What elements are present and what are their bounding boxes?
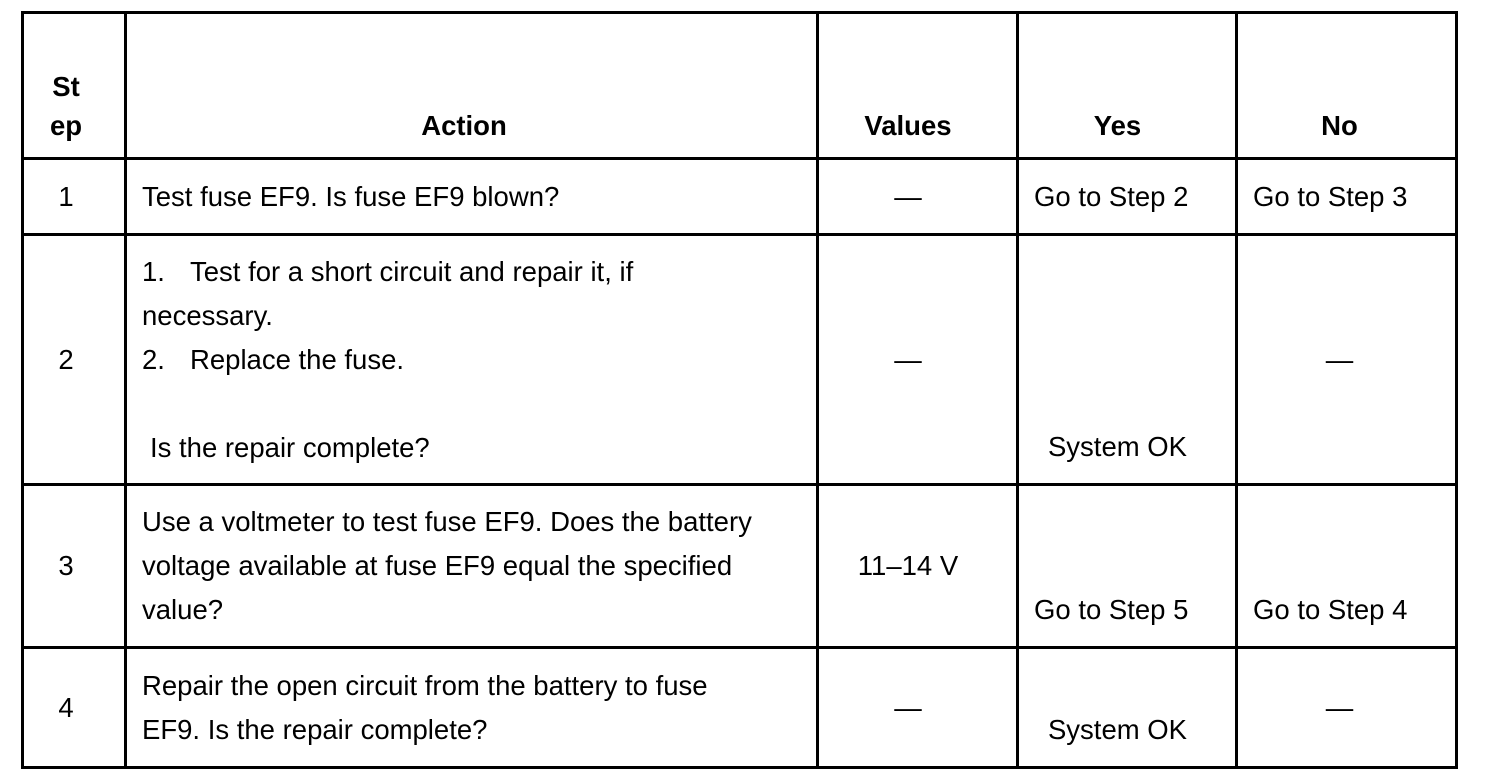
header-yes: Yes <box>1016 11 1238 160</box>
step-cell: 1 <box>21 157 127 236</box>
yes-text: Go to Step 2 <box>1034 180 1189 212</box>
action-question: Is the repair complete? <box>150 431 430 463</box>
yes-text: Go to Step 5 <box>1034 594 1189 625</box>
list-marker: 1. <box>142 255 165 287</box>
header-step-label-line: St <box>52 71 80 102</box>
values-text: — <box>894 180 922 212</box>
list-item-text: Test for a short circuit and repair it, … <box>142 255 634 331</box>
action-cell: Use a voltmeter to test fuse EF9. Does t… <box>124 483 819 649</box>
yes-text: System OK <box>1047 714 1188 745</box>
no-text: — <box>1325 691 1354 723</box>
no-cell: Go to Step 4 <box>1235 483 1458 649</box>
values-cell: 11–14 V <box>816 483 1019 649</box>
header-step: St ep <box>21 11 127 160</box>
values-text: — <box>894 343 922 375</box>
header-action: Action <box>124 11 819 160</box>
step-cell: 4 <box>21 646 127 769</box>
no-text: Go to Step 4 <box>1253 594 1408 625</box>
header-step-label-line: ep <box>49 110 83 141</box>
step-number: 4 <box>58 691 74 723</box>
header-step-label: St ep <box>50 67 82 145</box>
header-action-label: Action <box>421 110 507 141</box>
action-text: Repair the open circuit from the battery… <box>142 669 708 745</box>
action-text: Use a voltmeter to test fuse EF9. Does t… <box>142 506 752 625</box>
list-item: 1.Test for a short circuit and repair it… <box>142 250 762 338</box>
action-text: 1.Test for a short circuit and repair it… <box>142 250 762 470</box>
list-item-text: Replace the fuse. <box>190 343 405 375</box>
no-text: — <box>1325 343 1354 375</box>
header-values-label: Values <box>864 110 952 141</box>
yes-cell: Go to Step 5 <box>1016 483 1238 649</box>
yes-cell: System OK <box>1016 646 1238 769</box>
step-number: 1 <box>58 180 74 212</box>
yes-text: System OK <box>1047 431 1188 462</box>
no-text: Go to Step 3 <box>1253 180 1408 212</box>
yes-cell: Go to Step 2 <box>1016 157 1238 236</box>
action-cell: Repair the open circuit from the battery… <box>124 646 819 769</box>
step-number: 3 <box>58 550 74 581</box>
step-cell: 3 <box>21 483 127 649</box>
list-item: 2. Replace the fuse. <box>142 338 762 382</box>
header-no: No <box>1235 11 1458 160</box>
header-values: Values <box>816 11 1019 160</box>
action-cell: 1.Test for a short circuit and repair it… <box>124 233 819 486</box>
values-cell: — <box>816 233 1019 486</box>
no-cell: Go to Step 3 <box>1235 157 1458 236</box>
step-number: 2 <box>58 343 74 375</box>
header-no-label: No <box>1321 110 1358 141</box>
no-cell: — <box>1235 646 1458 769</box>
values-cell: — <box>816 646 1019 769</box>
values-cell: — <box>816 157 1019 236</box>
list-marker: 2. <box>142 343 165 375</box>
yes-cell: System OK <box>1016 233 1238 486</box>
values-text: 11–14 V <box>857 550 959 581</box>
action-cell: Test fuse EF9. Is fuse EF9 blown? <box>124 157 819 236</box>
no-cell: — <box>1235 233 1458 486</box>
header-yes-label: Yes <box>1093 110 1142 141</box>
values-text: — <box>894 691 922 723</box>
step-cell: 2 <box>21 233 127 486</box>
action-text: Test fuse EF9. Is fuse EF9 blown? <box>142 180 560 212</box>
